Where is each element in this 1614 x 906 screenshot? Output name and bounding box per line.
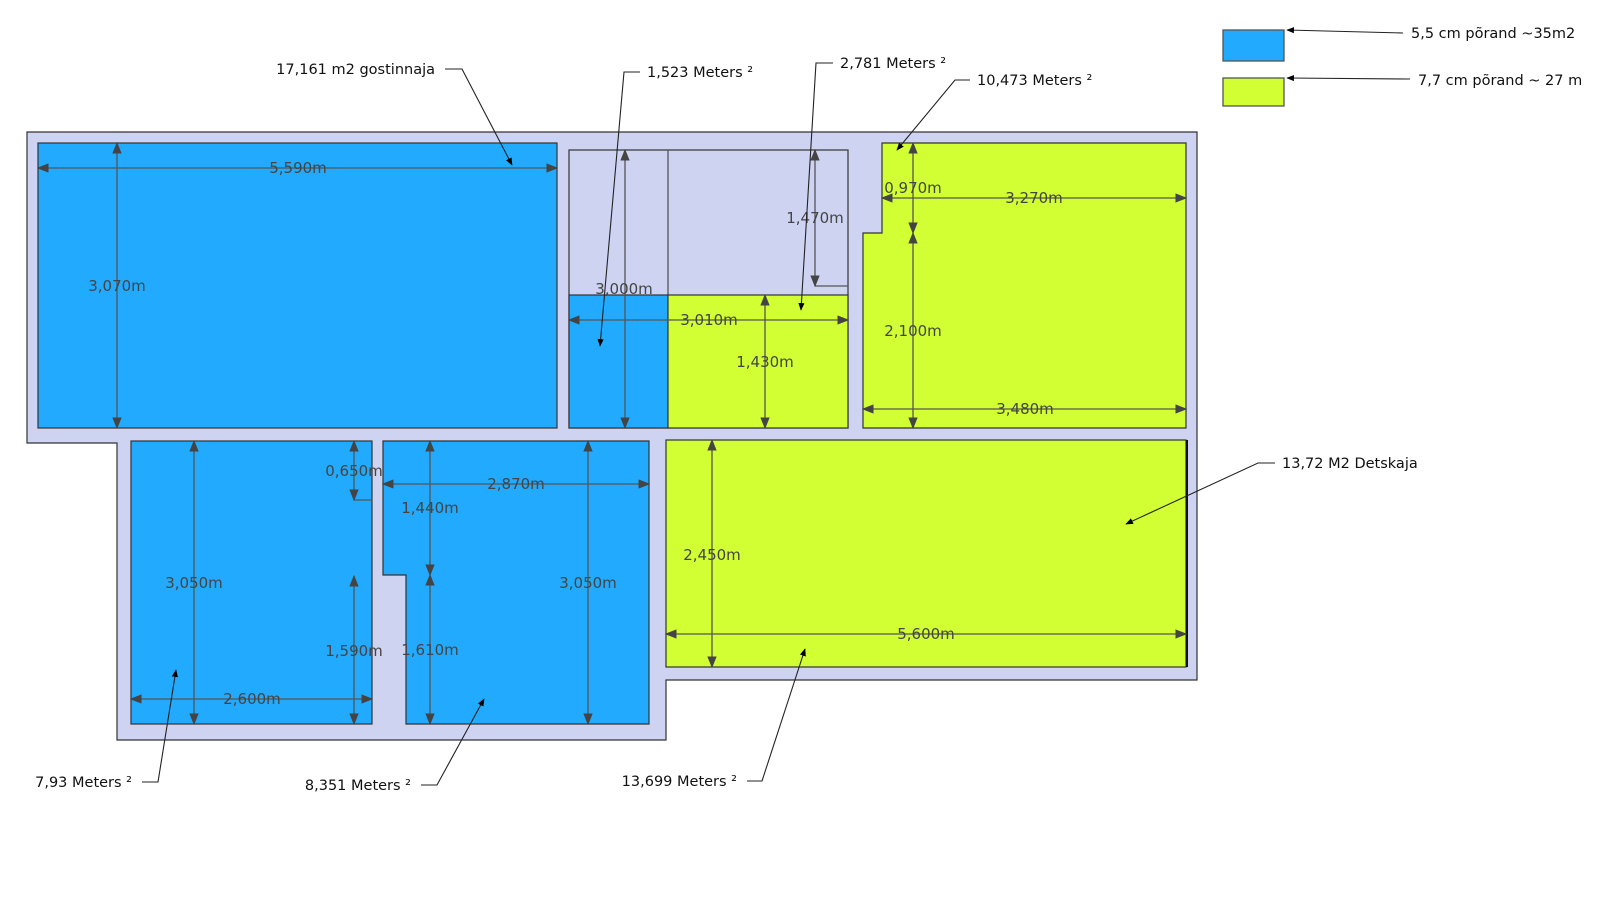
dimension-label: 1,610m xyxy=(401,641,459,659)
room-children xyxy=(665,439,1187,668)
dimension-label: 1,440m xyxy=(401,499,459,517)
dimension-label: 3,050m xyxy=(165,574,223,592)
legend-label-lime: 7,7 cm põrand ~ 27 m xyxy=(1418,73,1582,89)
legend-leader xyxy=(1286,74,1411,82)
area-callout: 2,781 Meters ² xyxy=(840,56,946,72)
dimension-lines: 5,590m 3,070m 3,000m 1,470m 3,010m 1,430m 0,97… xyxy=(36,141,1188,726)
dimension-label: 0,650m xyxy=(325,462,383,480)
dimension-label: 3,010m xyxy=(680,311,738,329)
room-right-lime xyxy=(862,142,1187,429)
dimension-label: 1,430m xyxy=(736,353,794,371)
dimension-label: 3,270m xyxy=(1005,189,1063,207)
dimension-label: 3,050m xyxy=(559,574,617,592)
legend-swatch-blue xyxy=(1222,29,1285,62)
room-small-blue xyxy=(568,294,669,429)
dimension-label: 1,590m xyxy=(325,642,383,660)
room-bottom-left xyxy=(130,440,373,725)
room-bottom-middle xyxy=(382,440,650,725)
callout-leader xyxy=(142,669,178,783)
dimension-label: 2,600m xyxy=(223,690,281,708)
dimension-label: 2,100m xyxy=(884,322,942,340)
room-living xyxy=(37,142,558,429)
callout-leader xyxy=(747,648,806,782)
dimension-label: 1,470m xyxy=(786,209,844,227)
dimension-label: 0,970m xyxy=(884,179,942,197)
dimension-label: 5,600m xyxy=(897,625,955,643)
dimension-label: 3,480m xyxy=(996,400,1054,418)
callout-leader xyxy=(798,62,833,311)
dimension-label: 3,070m xyxy=(88,277,146,295)
area-callout: 1,523 Meters ² xyxy=(647,65,753,81)
area-callout: 7,93 Meters ² xyxy=(35,775,132,791)
legend-leader xyxy=(1286,27,1404,34)
dimension-label: 2,870m xyxy=(487,475,545,493)
legend-swatch-lime xyxy=(1222,77,1285,107)
area-callout: 10,473 Meters ² xyxy=(977,73,1092,89)
callout-leader xyxy=(896,79,970,151)
area-callout: 17,161 m2 gostinnaja xyxy=(276,62,435,78)
area-callout: 13,72 M2 Detskaja xyxy=(1282,456,1418,472)
callout-leader xyxy=(445,68,513,166)
legend-label-blue: 5,5 cm põrand ~35m2 xyxy=(1411,26,1575,42)
dimension-label: 5,590m xyxy=(269,159,327,177)
dimension-label: 3,000m xyxy=(595,280,653,298)
callout-leader xyxy=(597,71,640,347)
callouts: 17,161 m2 gostinnaja 1,523 Meters ² 2,781 … xyxy=(35,56,1418,794)
dimension-label: 2,450m xyxy=(683,546,741,564)
area-callout: 13,699 Meters ² xyxy=(622,774,737,790)
area-callout: 8,351 Meters ² xyxy=(305,778,411,794)
callout-leader xyxy=(1125,462,1275,525)
callout-leader xyxy=(421,698,485,786)
